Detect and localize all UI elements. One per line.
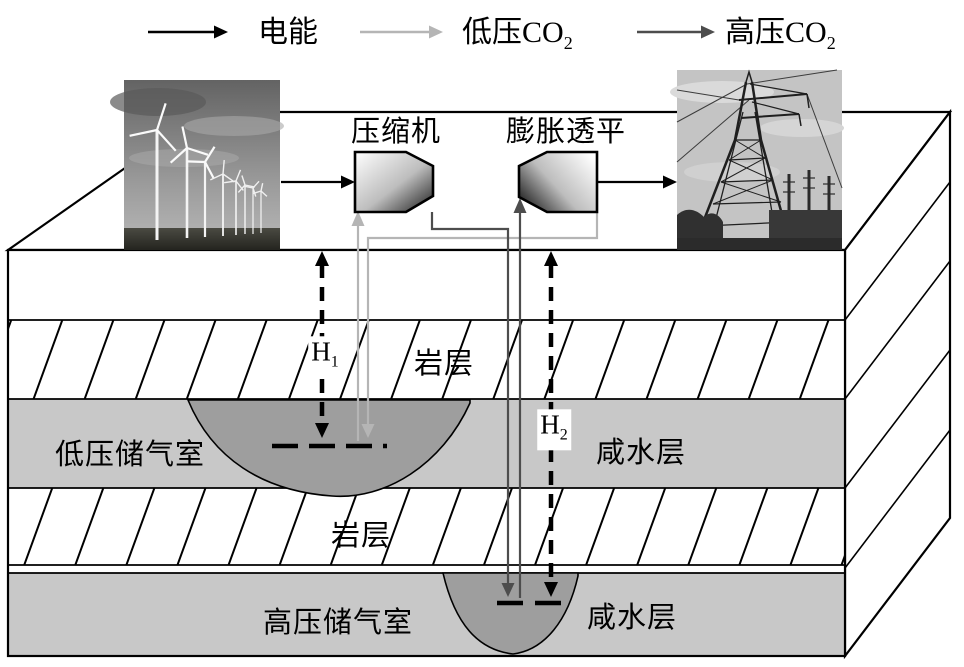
ground-box: [4, 108, 953, 660]
wind-farm-photo: [110, 80, 284, 250]
legend-label-lp-text: 低压CO: [462, 16, 564, 49]
aquifer-lower-label: 咸水层: [586, 602, 678, 634]
h2-depth-letter: H: [540, 409, 560, 440]
aquifer-upper-label: 咸水层: [595, 437, 687, 469]
rock-layer-lower-label: 岩层: [330, 520, 392, 552]
legend-arrow-lp-head: [429, 25, 443, 39]
pipe-lp-from-expander: [366, 212, 599, 426]
h2-dimension: [497, 251, 570, 606]
legend-label-electric: 电能: [258, 14, 318, 52]
front-face-outline: [6, 248, 847, 658]
legend-label-lp-subscript: 2: [563, 33, 573, 53]
right-face-layer-edges: [844, 181, 951, 569]
hp-chamber-label: 高压储气室: [262, 607, 414, 639]
rock-layer-upper-label: 岩层: [413, 348, 475, 380]
electric-arrows: [281, 175, 677, 189]
pipe-hp-from-compressor-arrowhead: [501, 583, 515, 597]
h1-depth-label: H1: [308, 336, 342, 378]
h2-depth-subscript: 2: [559, 426, 568, 444]
h1-depth-letter: H: [311, 336, 331, 367]
pipe-lp-from-expander-arrowhead: [361, 424, 375, 438]
hp-chamber-blob: [441, 572, 579, 655]
pipe-hp-from-compressor: [430, 212, 510, 585]
legend-arrows: [148, 25, 715, 39]
expander-label: 膨胀透平: [505, 116, 627, 148]
legend-arrow-hp-head: [701, 25, 715, 39]
compressor-label: 压缩机: [350, 116, 442, 148]
h2-depth-label: H2: [537, 409, 571, 451]
legend-label-hp-co2: 高压CO2: [725, 14, 836, 53]
expander-shape: [517, 150, 599, 214]
rock-layer-upper: [8, 320, 845, 399]
pipe-lp-to-compressor-arrowhead: [351, 211, 365, 226]
legend-label-hp-subscript: 2: [826, 33, 836, 53]
co2-pipes: [351, 198, 599, 598]
legend-label-electric-text: 电能: [258, 16, 318, 49]
legend-arrow-electric-head: [214, 25, 228, 39]
legend-label-lp-co2: 低压CO2: [462, 14, 573, 53]
legend-label-hp-text: 高压CO: [725, 16, 827, 49]
arrow-wind-to-compressor-head: [341, 175, 355, 189]
compressor-shape: [353, 150, 435, 214]
arrow-expander-to-grid-head: [663, 175, 677, 189]
transmission-tower-photo: [670, 69, 844, 250]
layer-boundaries: [8, 319, 845, 574]
rock-layer-lower: [8, 488, 845, 565]
aquifer-layer-lower: [8, 573, 845, 656]
pipe-hp-to-expander-arrowhead: [513, 198, 527, 213]
lp-chamber-label: 低压储气室: [54, 439, 206, 471]
h1-depth-subscript: 1: [330, 353, 339, 371]
